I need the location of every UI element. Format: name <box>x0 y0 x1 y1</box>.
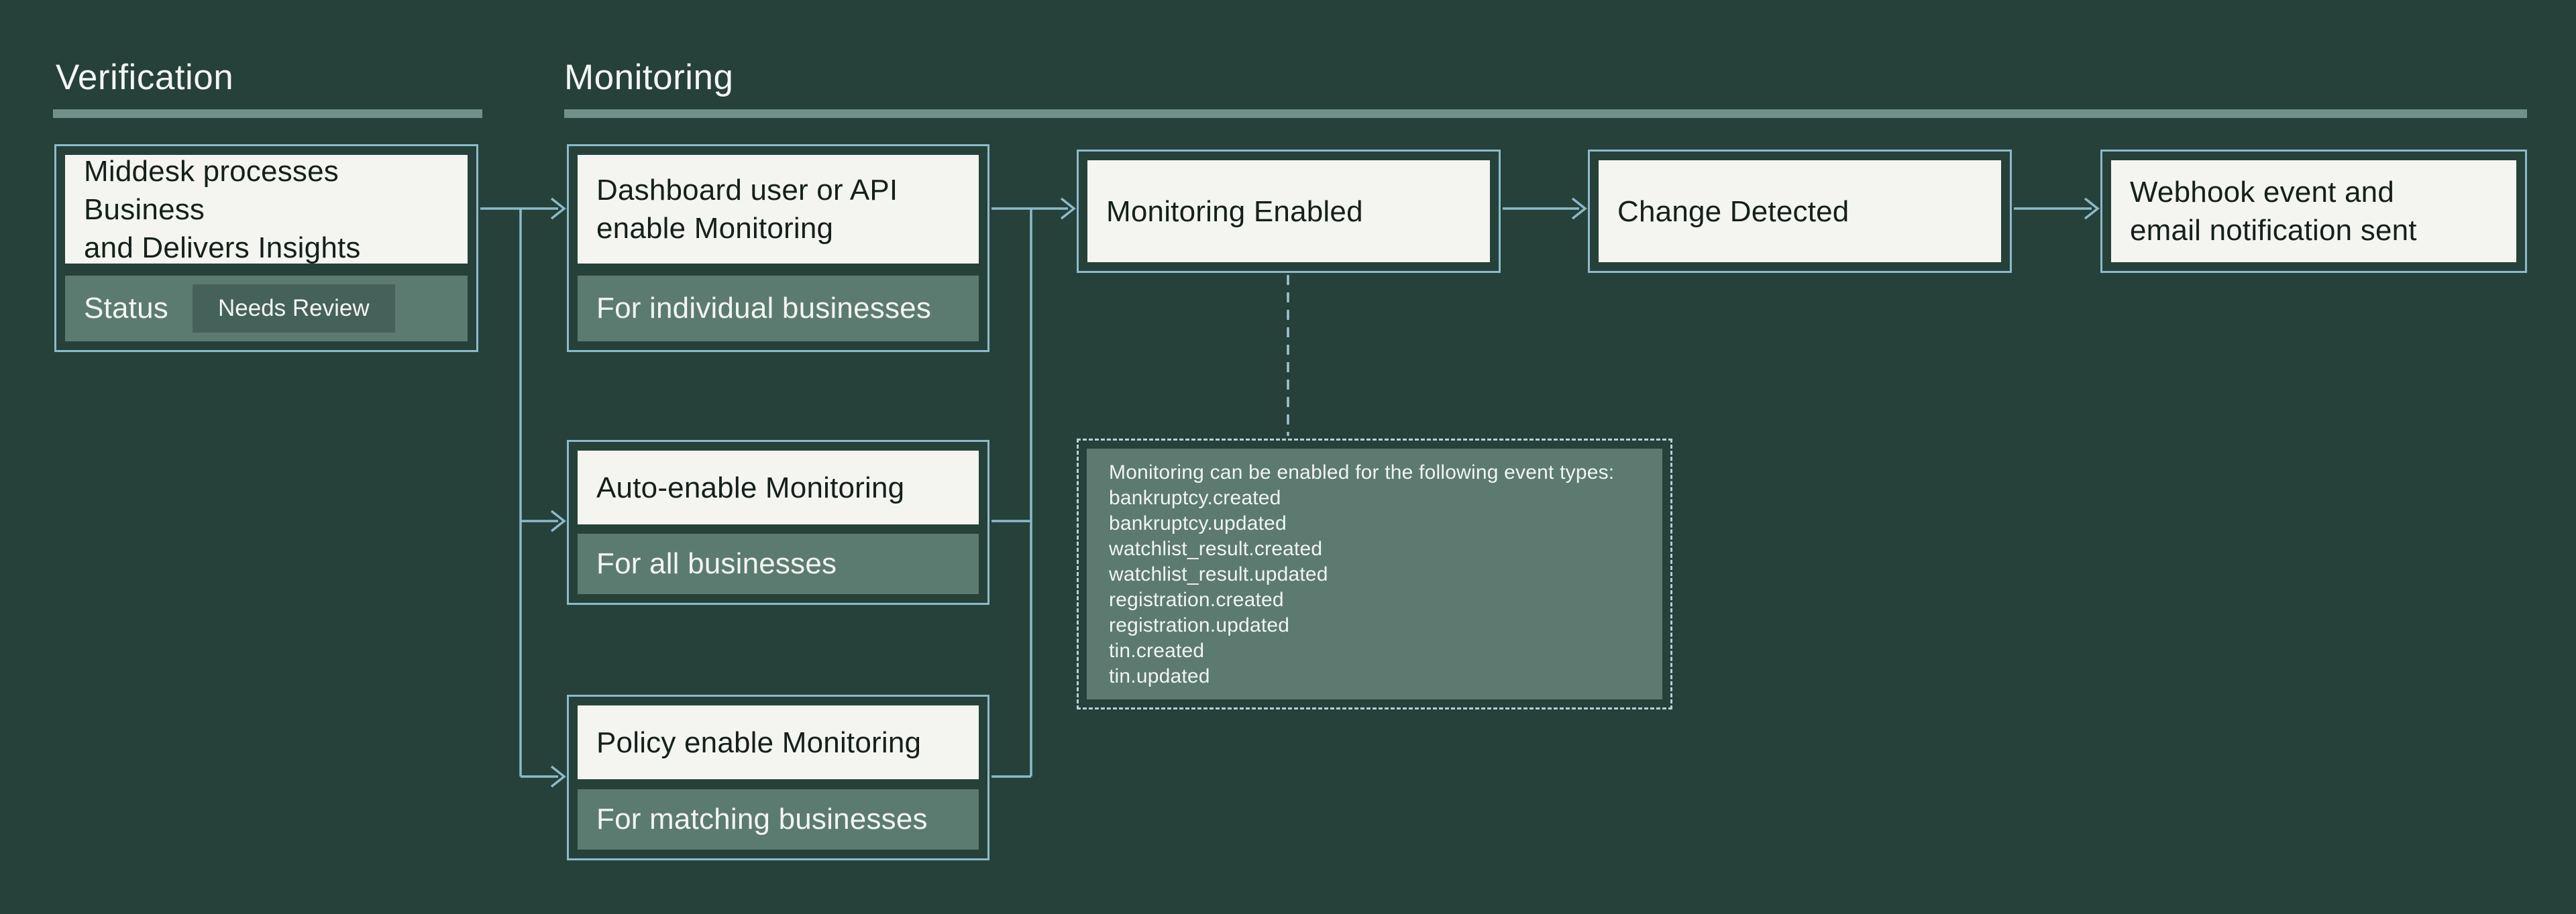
note-event-list: bankruptcy.created bankruptcy.updated wa… <box>1109 487 1328 687</box>
node-monitoring-enabled: Monitoring Enabled <box>1077 150 1501 273</box>
arrowhead-into-auto <box>550 510 566 532</box>
node-panel: Auto-enable Monitoring <box>578 451 979 524</box>
node-subtitle: For individual businesses <box>596 292 932 325</box>
arrowhead-into-change <box>1571 197 1587 220</box>
node-subtitle-bar: For all businesses <box>578 534 979 594</box>
note-heading: Monitoring can be enabled for the follow… <box>1109 461 1615 483</box>
section-underline-verification <box>53 109 482 118</box>
arrowhead-into-policy <box>550 765 566 788</box>
status-badge: Needs Review <box>192 284 395 333</box>
arrowhead-into-dashboard <box>550 197 566 220</box>
node-title: Middesk processes Business and Delivers … <box>84 154 361 264</box>
node-subtitle: For all businesses <box>596 547 837 580</box>
node-title: Policy enable Monitoring <box>596 726 922 759</box>
node-title: Monitoring Enabled <box>1106 194 1363 228</box>
node-title: Dashboard user or API enable Monitoring <box>596 174 898 245</box>
node-panel: Change Detected <box>1599 160 2001 262</box>
status-bar: Status Needs Review <box>65 276 468 341</box>
section-underline-monitoring <box>564 109 2527 118</box>
node-panel: Dashboard user or API enable Monitoring <box>578 155 979 264</box>
node-subtitle-bar: For matching businesses <box>578 789 979 850</box>
arrowhead-into-enabled <box>1060 197 1076 220</box>
node-title: Change Detected <box>1617 194 1849 228</box>
node-webhook-notification: Webhook event and email notification sen… <box>2100 150 2527 273</box>
node-middesk-processes: Middesk processes Business and Delivers … <box>54 144 478 352</box>
note-box-event-types: Monitoring can be enabled for the follow… <box>1077 439 1672 709</box>
status-label: Status <box>84 292 168 325</box>
node-change-detected: Change Detected <box>1588 150 2012 273</box>
node-policy-enable: Policy enable Monitoring For matching bu… <box>567 695 989 860</box>
node-panel: Policy enable Monitoring <box>578 705 979 779</box>
node-dashboard-enable: Dashboard user or API enable Monitoring … <box>567 144 989 352</box>
node-title: Webhook event and email notification sen… <box>2130 176 2417 247</box>
node-panel: Monitoring Enabled <box>1087 160 1490 262</box>
note-fill: Monitoring can be enabled for the follow… <box>1087 449 1662 699</box>
arrowhead-into-webhook <box>2084 197 2100 220</box>
status-badge-text: Needs Review <box>217 295 370 321</box>
section-title-verification: Verification <box>56 58 234 97</box>
node-panel: Middesk processes Business and Delivers … <box>65 155 468 264</box>
node-subtitle-bar: For individual businesses <box>578 276 979 341</box>
section-title-monitoring: Monitoring <box>564 58 734 97</box>
node-auto-enable: Auto-enable Monitoring For all businesse… <box>567 440 989 605</box>
node-subtitle: For matching businesses <box>596 803 928 836</box>
node-title: Auto-enable Monitoring <box>596 471 905 504</box>
node-panel: Webhook event and email notification sen… <box>2111 160 2516 262</box>
